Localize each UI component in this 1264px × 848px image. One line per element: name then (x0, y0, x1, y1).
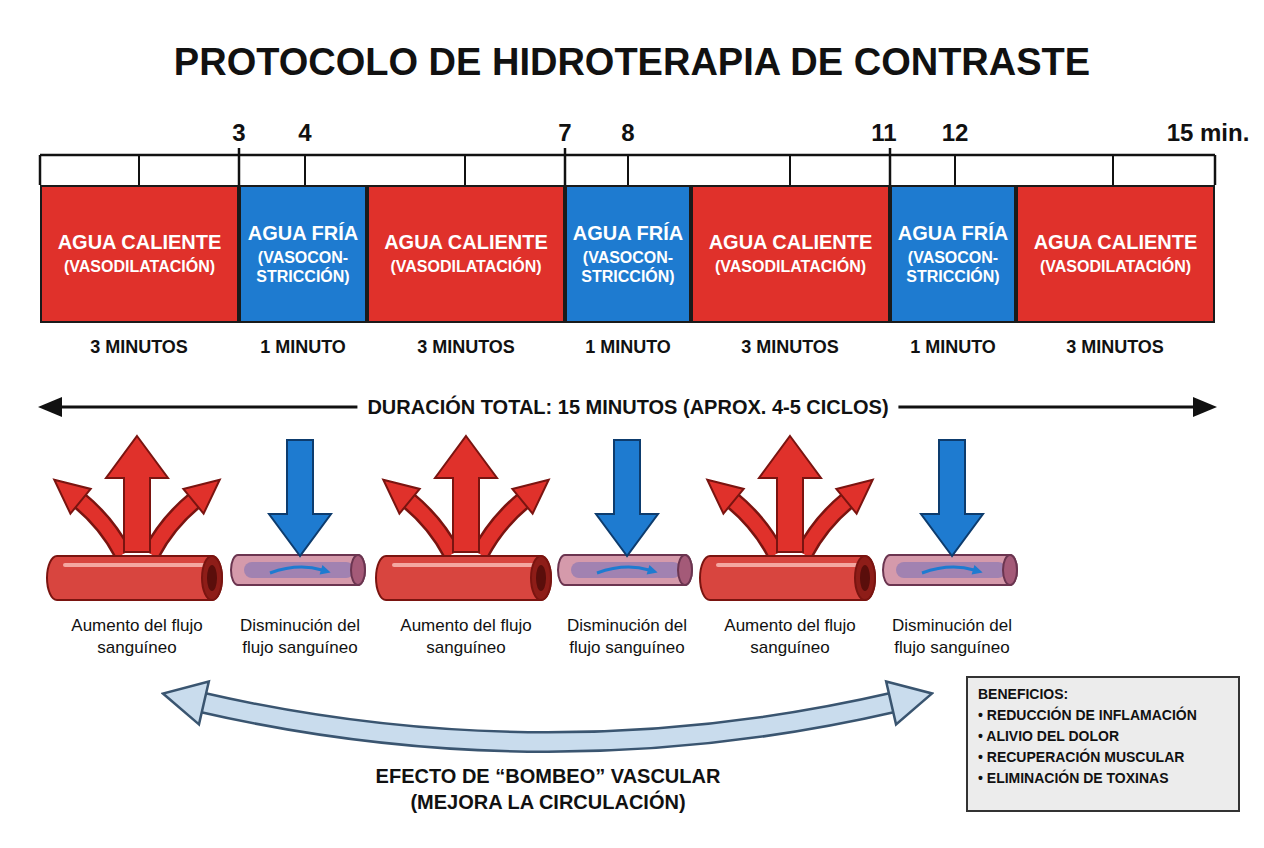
vessel-caption: Aumento del flujo sanguíneo (70, 615, 204, 659)
timeline-tick (954, 155, 956, 185)
phase-duration: 3 MINUTOS (741, 337, 839, 359)
constricted-vessel (231, 440, 365, 585)
hot-water-phase: AGUA CALIENTE (VASODILATACIÓN) (1016, 185, 1215, 323)
timeline-tick (1112, 155, 1114, 185)
hot-water-phase: AGUA CALIENTE (VASODILATACIÓN) (40, 185, 239, 323)
pump-arrow-outline (200, 702, 895, 742)
node-text: • ELIMINACIÓN DE TOXINAS (978, 768, 1228, 789)
node-heading: AGUA CALIENTE (384, 231, 548, 254)
node-heading: AGUA FRÍA (248, 222, 358, 245)
timeline-tick (304, 155, 306, 185)
node-heading: AGUA CALIENTE (709, 231, 873, 254)
node-heading: AGUA FRÍA (573, 222, 683, 245)
node-text: (VASODILATACIÓN) (1040, 258, 1191, 276)
constricted-vessel (558, 440, 692, 585)
timeline-tick (39, 155, 42, 185)
time-mark: 4 (298, 119, 311, 148)
node-heading: AGUA FRÍA (898, 222, 1008, 245)
phase-duration: 1 MINUTO (260, 337, 346, 359)
timeline-tick (627, 155, 629, 185)
dilated-vessel (47, 436, 222, 600)
node-text: • ALIVIO DEL DOLOR (978, 726, 1228, 747)
dilated-vessel (700, 436, 875, 600)
phase-duration: 1 MINUTO (910, 337, 996, 359)
constricted-vessel (883, 440, 1017, 585)
node-text: (VASOCON- STRICCIÓN) (896, 249, 1010, 286)
benefits-box: BENEFICIOS:• REDUCCIÓN DE INFLAMACIÓN• A… (966, 676, 1240, 812)
node-text: (VASOCON- STRICCIÓN) (245, 249, 361, 286)
timeline-tick (138, 155, 140, 185)
timeline-tick (238, 148, 241, 185)
timeline-tick (789, 155, 791, 185)
pump-arrow (200, 702, 895, 742)
node-heading: AGUA CALIENTE (58, 231, 222, 254)
time-mark: 3 (232, 119, 245, 148)
timeline-tick (464, 155, 466, 185)
vessel-caption: Disminución del flujo sanguíneo (560, 615, 694, 659)
node-heading: AGUA CALIENTE (1034, 231, 1198, 254)
time-mark: 7 (558, 119, 571, 148)
time-mark: 8 (621, 119, 634, 148)
cold-water-phase: AGUA FRÍA (VASOCON- STRICCIÓN) (890, 185, 1016, 323)
timeline-tick (1214, 155, 1217, 185)
node-text: • REDUCCIÓN DE INFLAMACIÓN (978, 705, 1228, 726)
time-mark: 12 (942, 119, 969, 148)
node-text: • RECUPERACIÓN MUSCULAR (978, 747, 1228, 768)
phase-duration: 3 MINUTOS (417, 337, 515, 359)
vessel-caption: Disminución del flujo sanguíneo (233, 615, 367, 659)
node-text: (VASOCON- STRICCIÓN) (571, 249, 685, 286)
vessel-caption: Aumento del flujo sanguíneo (723, 615, 857, 659)
timeline-tick (889, 148, 892, 185)
cold-water-phase: AGUA FRÍA (VASOCON- STRICCIÓN) (565, 185, 691, 323)
total-duration: DURACIÓN TOTAL: 15 MINUTOS (APROX. 4-5 C… (357, 395, 898, 419)
time-mark: 11 (871, 119, 896, 148)
vessel-caption: Disminución del flujo sanguíneo (885, 615, 1019, 659)
dilated-vessel (376, 436, 551, 600)
timeline-tick (564, 148, 567, 185)
phase-duration: 3 MINUTOS (90, 337, 188, 359)
diagram-title: PROTOCOLO DE HIDROTERAPIA DE CONTRASTE (174, 41, 1090, 84)
cold-water-phase: AGUA FRÍA (VASOCON- STRICCIÓN) (239, 185, 367, 323)
vessel-caption: Aumento del flujo sanguíneo (399, 615, 533, 659)
node-heading: BENEFICIOS: (978, 684, 1228, 705)
phase-duration: 1 MINUTO (585, 337, 671, 359)
pump-effect-caption: EFECTO DE “BOMBEO” VASCULAR (MEJORA LA C… (358, 763, 738, 815)
node-text: (VASODILATACIÓN) (64, 258, 215, 276)
time-mark: 15 min. (1167, 119, 1250, 148)
hot-water-phase: AGUA CALIENTE (VASODILATACIÓN) (691, 185, 890, 323)
node-text: (VASODILATACIÓN) (715, 258, 866, 276)
phase-duration: 3 MINUTOS (1066, 337, 1164, 359)
hot-water-phase: AGUA CALIENTE (VASODILATACIÓN) (367, 185, 565, 323)
node-text: (VASODILATACIÓN) (390, 258, 541, 276)
